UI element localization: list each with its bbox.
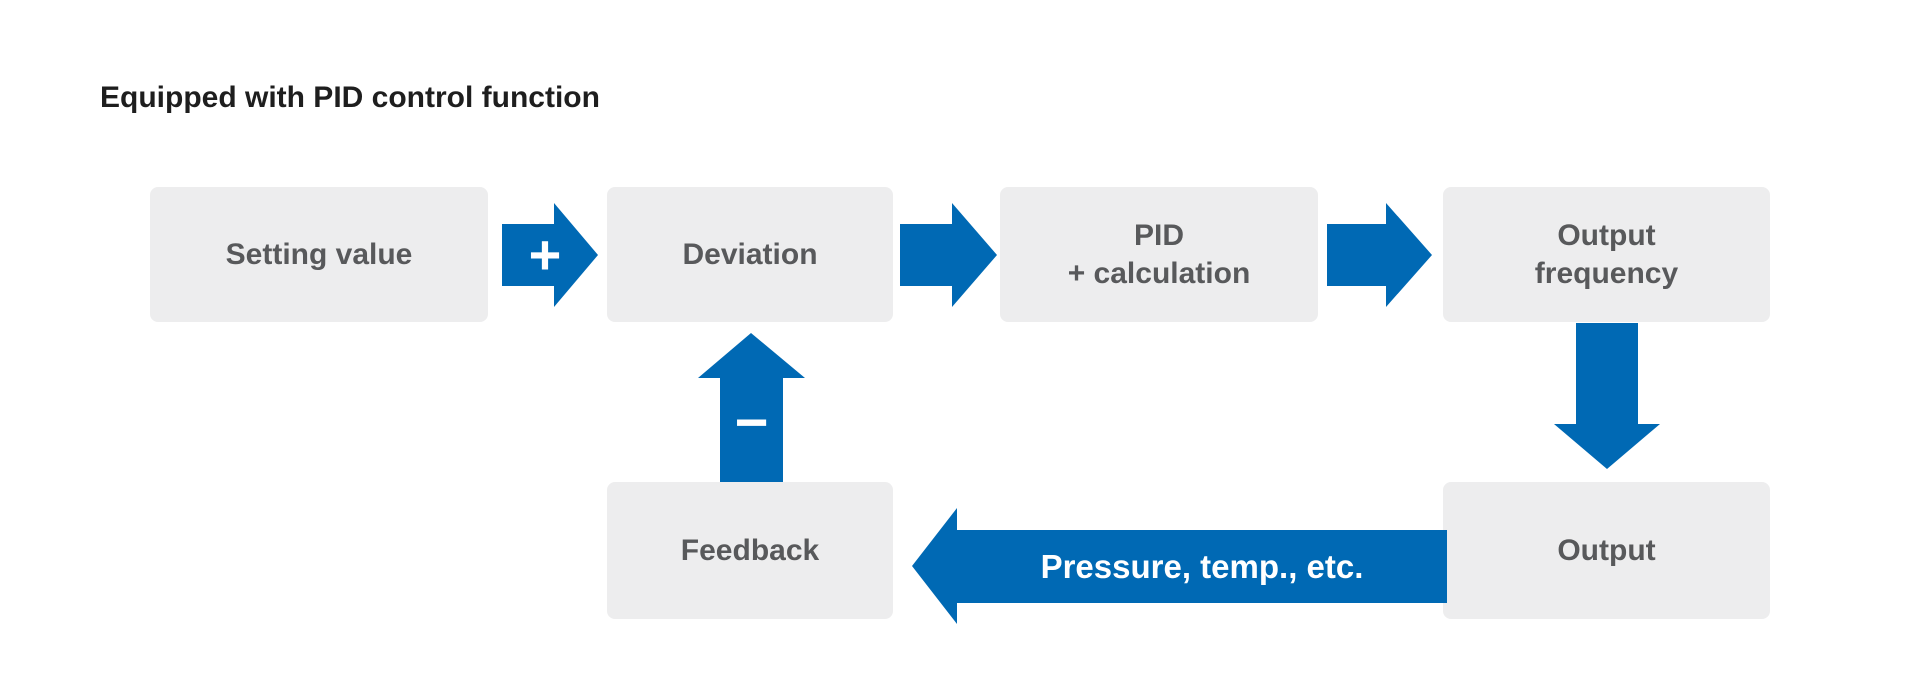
box-deviation: Deviation (607, 187, 893, 322)
arrow-feedback-to-deviation-icon (698, 333, 805, 482)
arrow-right-shape (1327, 203, 1432, 307)
box-setting-value: Setting value (150, 187, 488, 322)
feedback-arrow-label: Pressure, temp., etc. (1040, 547, 1364, 585)
arrow-output-to-feedback-icon (912, 508, 1447, 624)
minus-symbol: − (734, 390, 769, 455)
box-output-frequency: Output frequency (1443, 187, 1770, 322)
diagram-title: Equipped with PID control function (100, 81, 600, 114)
arrow-right-shape (900, 203, 997, 307)
arrow-left-shape (912, 508, 1447, 624)
arrow-pid-to-output-frequency-icon (1327, 203, 1432, 307)
arrow-down-shape (1554, 323, 1660, 469)
arrow-setting-to-deviation-icon (502, 203, 598, 307)
box-feedback: Feedback (607, 482, 893, 619)
arrow-output-frequency-to-output-icon (1554, 323, 1660, 469)
arrow-deviation-to-pid-icon (900, 203, 997, 307)
arrow-right-shape (502, 203, 598, 307)
box-pid-calculation: PID + calculation (1000, 187, 1318, 322)
arrow-up-shape (698, 333, 805, 482)
box-output: Output (1443, 482, 1770, 619)
plus-symbol: + (528, 223, 562, 286)
